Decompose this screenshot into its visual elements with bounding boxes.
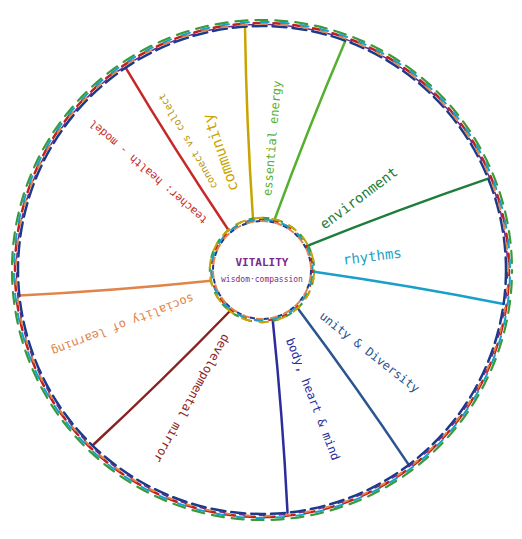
spoke-label: environment: [315, 162, 402, 233]
spoke-label: teacher: health - model: [86, 115, 212, 227]
spoke-label: sociality of learning: [47, 289, 197, 358]
spoke-line: [314, 272, 504, 304]
spoke-label: body, heart & mind: [281, 335, 342, 465]
braided-ring: [12, 20, 512, 520]
center-content: VITALITY wisdom·compassion: [206, 214, 318, 326]
braided-circle: [206, 214, 318, 326]
spoke-line: [275, 41, 346, 220]
spoke-label: essential energy: [261, 78, 285, 198]
center-subtitle: wisdom·compassion: [221, 275, 303, 284]
center-circle: VITALITY wisdom·compassion: [206, 214, 318, 326]
spoke-line: [245, 27, 253, 219]
center-title: VITALITY: [236, 256, 289, 269]
spoke-label: rhythms: [340, 245, 405, 269]
